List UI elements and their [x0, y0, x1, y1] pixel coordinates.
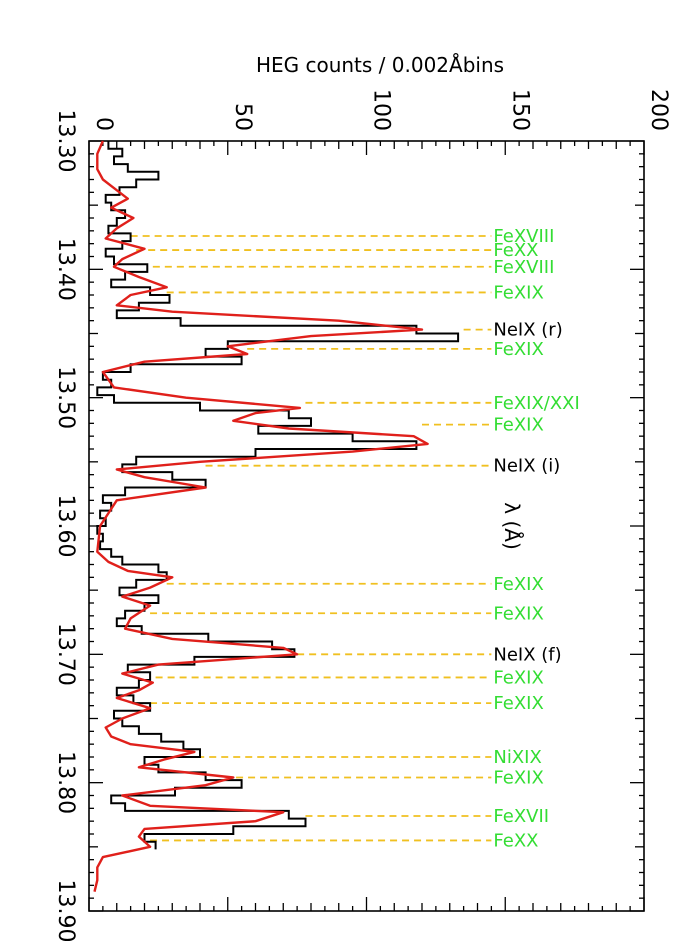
x-tick-label: 13.50	[53, 366, 78, 429]
line-marker-label: FeXIX	[493, 339, 543, 360]
observed-histogram-series	[96, 141, 460, 850]
data-series	[93, 140, 460, 892]
line-marker-label: NeIX (f)	[493, 644, 561, 665]
line-marker-label: FeXIX	[493, 693, 543, 714]
line-marker-label: FeXIX/XXI	[493, 393, 579, 414]
x-axis-title: λ (Å)	[500, 502, 524, 549]
x-tick-label: 13.90	[53, 880, 78, 943]
line-marker-label: FeXX	[493, 830, 538, 851]
line-marker-label: FeXIX	[493, 282, 543, 303]
line-marker-label: FeXIX	[493, 667, 543, 688]
axis-tick-labels: 13.30 13.40 13.50 13.60 13.70 13.80 13.90 0 50 10…	[53, 89, 671, 942]
x-tick-label: 13.80	[53, 751, 78, 814]
line-marker-label: NiXIX	[493, 747, 541, 768]
line-marker-label: NeIX (r)	[493, 320, 562, 341]
line-marker-label: FeXX	[493, 240, 538, 261]
line-marker-label: FeXIX	[493, 415, 543, 436]
y-tick-label: 100	[369, 89, 394, 131]
line-markers	[130, 235, 492, 842]
x-tick-label: 13.40	[53, 238, 78, 301]
y-tick-label: 200	[646, 89, 671, 131]
line-marker-label: FeXVII	[493, 806, 549, 827]
x-tick-label: 13.70	[53, 623, 78, 686]
line-marker-label: FeXIX	[493, 603, 543, 624]
line-marker-label: FeXVIII	[493, 226, 554, 247]
model-fit-series	[93, 140, 429, 892]
y-tick-label: 50	[230, 103, 255, 131]
y-axis-title: HEG counts / 0.002Åbins	[256, 53, 504, 77]
axis-ticks	[88, 140, 645, 912]
x-tick-label: 13.60	[53, 495, 78, 558]
line-marker-label: FeXIX	[493, 768, 543, 789]
x-tick-label: 13.30	[53, 110, 78, 173]
line-marker-label: NeIX (i)	[493, 456, 560, 477]
line-marker-label: FeXIX	[493, 574, 543, 595]
line-marker-label: FeXVIII	[493, 257, 554, 278]
y-tick-label: 0	[91, 117, 116, 131]
y-tick-label: 150	[507, 89, 532, 131]
